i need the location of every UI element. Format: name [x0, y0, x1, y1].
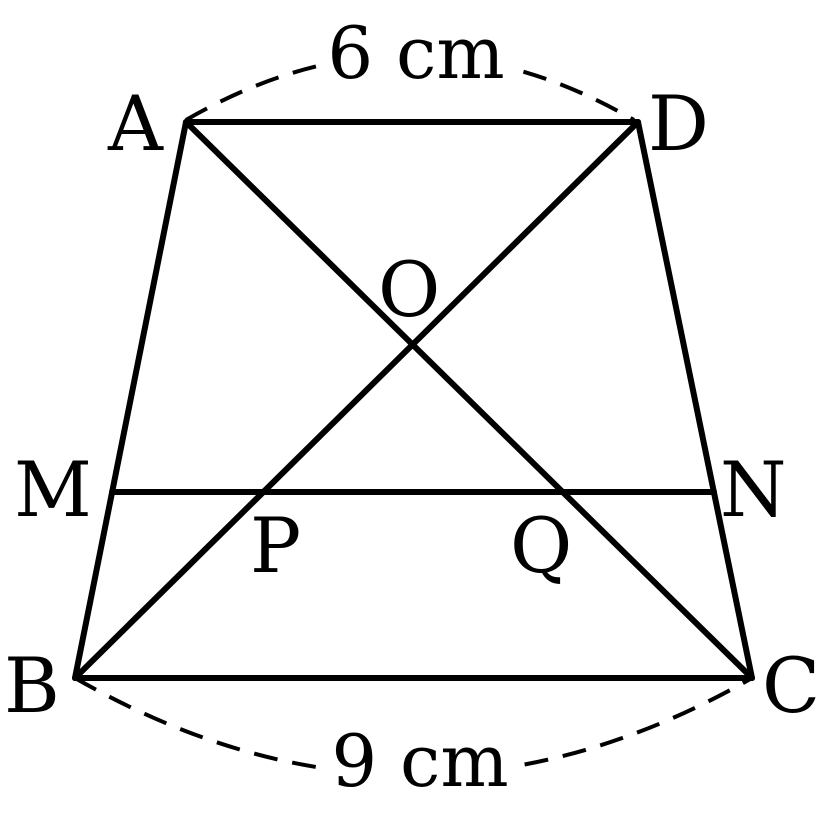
point-label-D: D [648, 79, 709, 168]
point-label-O: O [378, 245, 440, 334]
side-DC [635, 119, 755, 681]
point-label-N: N [720, 445, 787, 534]
side-AB [72, 119, 189, 681]
point-label-P: P [250, 501, 301, 590]
top-dimension-label-bg [322, 18, 510, 88]
bottom-dimension-label: 9 cm [331, 719, 508, 803]
point-label-B: B [4, 641, 60, 730]
diagonal-BD [72, 119, 641, 681]
diagonal-AC [183, 119, 755, 681]
top-dimension-label: 6 cm [327, 11, 504, 95]
point-label-Q: Q [510, 501, 572, 590]
bottom-dimension-label-bg [326, 728, 514, 798]
point-label-A: A [107, 79, 164, 168]
point-label-M: M [14, 445, 92, 534]
point-label-C: C [762, 641, 820, 730]
